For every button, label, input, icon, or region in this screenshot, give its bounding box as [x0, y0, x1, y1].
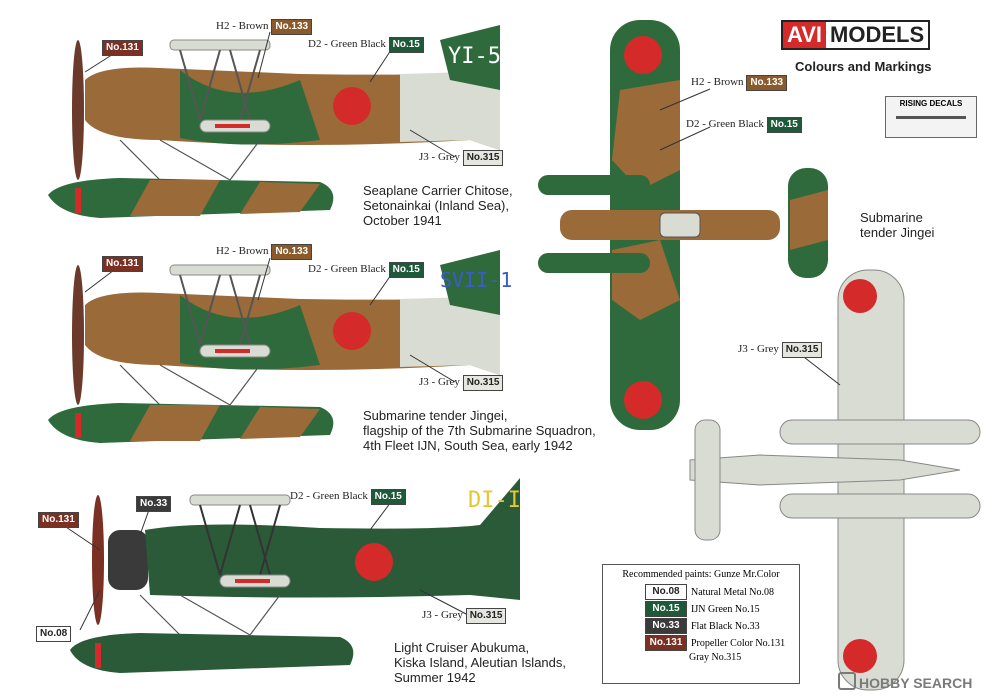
callout-j3-2: J3 - Grey No.315	[419, 375, 504, 391]
brand-logo: AVI MODELS	[781, 20, 931, 50]
callout-j3-3: J3 - Grey No.315	[422, 608, 507, 624]
tail-code-1: YI-51	[448, 44, 515, 69]
caption-1: Seaplane Carrier Chitose,Setonainkai (In…	[363, 183, 513, 228]
callout-lines	[59, 31, 841, 631]
aircraft-2-side-view	[48, 250, 500, 443]
callout-j3-bottom: J3 - Grey No.315	[738, 342, 823, 358]
callout-prop-2: No.131	[102, 253, 143, 272]
callout-black-3: No.33	[136, 493, 172, 512]
callout-d2-top: D2 - Green Black No.15	[686, 117, 802, 133]
aircraft-3-side-view	[70, 478, 520, 673]
legend-row: No.33 Flat Black No.33	[645, 618, 799, 634]
aircraft-top-view	[538, 20, 828, 430]
callout-h2-2: H2 - Brown No.133	[216, 244, 313, 260]
legend-row: No.08 Natural Metal No.08	[645, 584, 799, 600]
legend-extra: Gray No.315	[689, 652, 742, 663]
callout-d2-1: D2 - Green Black No.15	[308, 37, 424, 53]
callout-prop-3: No.131	[38, 509, 79, 528]
callout-d2-3: D2 - Green Black No.15	[290, 489, 406, 505]
legend-title: Recommended paints: Gunze Mr.Color	[622, 569, 780, 580]
tail-code-3: DI-I	[468, 488, 521, 513]
watermark: HOBBY SEARCH	[838, 672, 972, 691]
legend-row: No.15 IJN Green No.15	[645, 601, 799, 617]
paint-legend: Recommended paints: Gunze Mr.Color No.08…	[602, 564, 800, 684]
brand-avi: AVI	[783, 22, 827, 48]
caption-2: Submarine tender Jingei,flagship of the …	[363, 408, 596, 453]
callout-prop-1: No.131	[102, 37, 143, 56]
callout-h2-1: H2 - Brown No.133	[216, 19, 313, 35]
aircraft-1-side-view	[48, 25, 500, 218]
caption-3: Light Cruiser Abukuma,Kiska Island, Aleu…	[394, 640, 566, 685]
tail-code-2: SVII-1	[440, 268, 513, 292]
aircraft-bottom-view	[689, 269, 981, 691]
rising-decals-logo: RISING DECALS	[885, 96, 977, 138]
callout-d2-2: D2 - Green Black No.15	[308, 262, 424, 278]
callout-h2-top: H2 - Brown No.133	[691, 75, 788, 91]
callout-metal-3: No.08	[36, 623, 72, 642]
legend-row: No.131 Propeller Color No.131	[645, 635, 799, 651]
watermark-icon	[838, 672, 856, 690]
brand-subtitle: Colours and Markings	[795, 59, 932, 74]
callout-j3-1: J3 - Grey No.315	[419, 150, 504, 166]
brand-models: MODELS	[830, 22, 925, 47]
